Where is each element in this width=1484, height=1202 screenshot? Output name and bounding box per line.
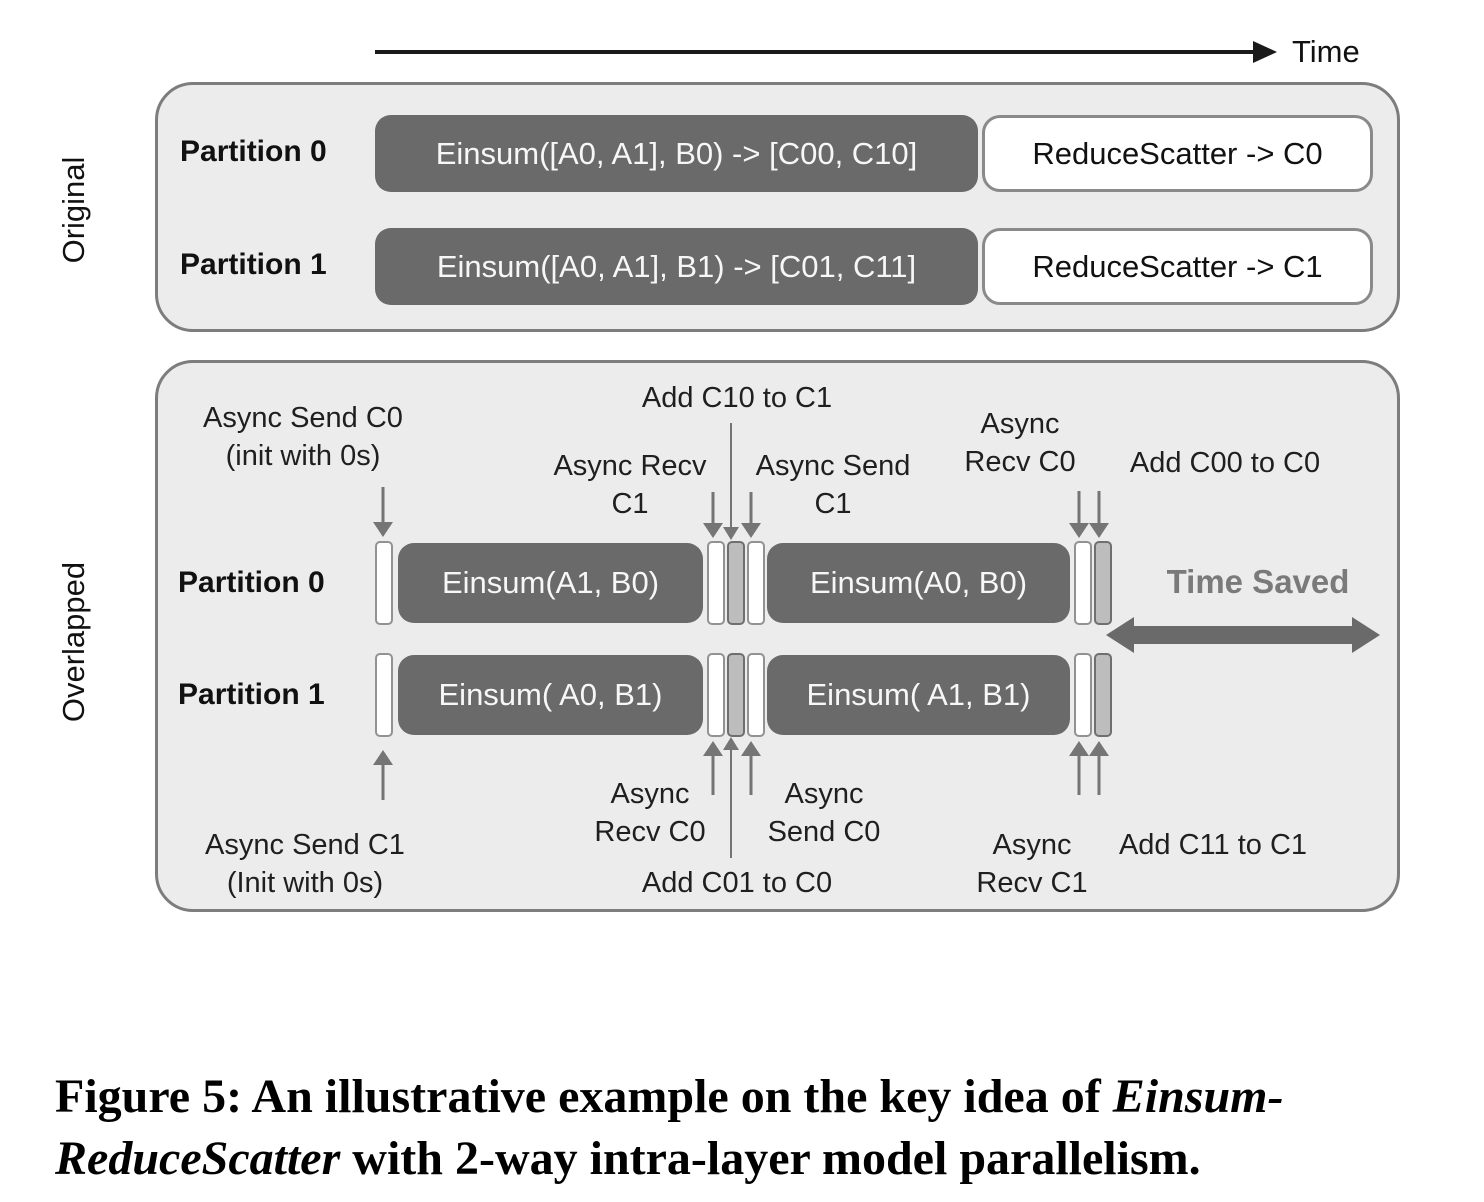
annotation-async-send-c1: Async Send C1: [755, 450, 911, 521]
up-arrow: [1068, 741, 1090, 795]
partition-label: Partition 1: [178, 678, 325, 711]
add-op-bar: [1094, 653, 1112, 737]
add-op-bar: [727, 541, 745, 625]
add-op-bar: [1094, 541, 1112, 625]
down-arrow: [372, 487, 394, 537]
annotation-add-c00: Add C00 to C0: [1129, 447, 1321, 479]
einsum-box-label: Einsum( A1, B1): [806, 677, 1031, 712]
einsum-box: Einsum( A0, B1): [398, 655, 703, 735]
partition-label: Partition 0: [178, 566, 325, 599]
arrowhead-right-icon: [1352, 617, 1380, 653]
down-arrow: [740, 492, 762, 538]
reducescatter-box-label: ReduceScatter -> C0: [1032, 135, 1323, 171]
einsum-box: Einsum(A0, B0): [767, 543, 1070, 623]
async-op-bar: [707, 653, 725, 737]
caption-line-1: Figure 5: An illustrative example on the…: [55, 1070, 1284, 1123]
partition-label: Partition 1: [180, 248, 327, 281]
async-op-bar: [375, 653, 393, 737]
async-op-bar: [1074, 653, 1092, 737]
einsum-box-label: Einsum(A0, B0): [809, 565, 1028, 600]
original-side-label: Original: [56, 156, 91, 264]
einsum-box-label: Einsum(A1, B0): [441, 565, 660, 600]
annotation-async-recv-c0: Async Recv C0: [964, 408, 1076, 479]
time-axis-label: Time: [1292, 34, 1360, 69]
annotation-async-recv-c0: Async Recv C0: [594, 778, 706, 849]
einsum-box: Einsum( A1, B1): [767, 655, 1070, 735]
reducescatter-box: ReduceScatter -> C1: [982, 228, 1373, 305]
time-saved-label: Time Saved: [1166, 563, 1350, 600]
time-saved-double-arrow: [1106, 617, 1380, 653]
arrowhead-left-icon: [1106, 617, 1134, 653]
einsum-box-label: Einsum([A0, A1], B1) -> [C01, C11]: [436, 248, 917, 284]
einsum-box: Einsum([A0, A1], B0) -> [C00, C10]: [375, 115, 978, 192]
einsum-box: Einsum([A0, A1], B1) -> [C01, C11]: [375, 228, 978, 305]
add-pointer-line-up: [720, 737, 742, 858]
add-pointer-line-down: [720, 423, 742, 540]
up-arrow: [702, 741, 724, 795]
down-arrow: [702, 492, 724, 538]
einsum-box-label: Einsum( A0, B1): [438, 677, 663, 712]
reducescatter-box: ReduceScatter -> C0: [982, 115, 1373, 192]
up-arrow: [372, 750, 394, 800]
down-arrow: [1088, 491, 1110, 538]
annotation-async-send-c1-init: Async Send C1 (Init with 0s): [205, 829, 405, 900]
caption-line-2: ReduceScatter with 2-way intra-layer mod…: [55, 1132, 1201, 1185]
add-op-bar: [727, 653, 745, 737]
async-op-bar: [747, 653, 765, 737]
annotation-async-send-c0: Async Send C0: [767, 778, 881, 849]
async-op-bar: [375, 541, 393, 625]
async-op-bar: [747, 541, 765, 625]
partition-label: Partition 0: [180, 135, 327, 168]
time-axis-arrowhead-icon: [1253, 41, 1277, 63]
down-arrow: [1068, 491, 1090, 538]
annotation-add-c11: Add C11 to C1: [1118, 829, 1308, 861]
einsum-box: Einsum(A1, B0): [398, 543, 703, 623]
up-arrow: [740, 741, 762, 795]
async-op-bar: [1074, 541, 1092, 625]
annotation-async-recv-c1: Async Recv C1: [553, 450, 707, 521]
annotation-async-send-c0: Async Send C0 (init with 0s): [203, 402, 403, 473]
up-arrow: [1088, 741, 1110, 795]
overlapped-side-label: Overlapped: [56, 561, 91, 723]
time-axis-line: [375, 50, 1253, 54]
annotation-async-recv-c1: Async Recv C1: [976, 829, 1088, 900]
reducescatter-box-label: ReduceScatter -> C1: [1032, 248, 1323, 284]
einsum-box-label: Einsum([A0, A1], B0) -> [C00, C10]: [435, 135, 918, 171]
annotation-add-c01: Add C01 to C0: [641, 867, 833, 899]
annotation-add-c10: Add C10 to C1: [641, 382, 833, 414]
figure-caption: Figure 5: An illustrative example on the…: [55, 1066, 1455, 1190]
async-op-bar: [707, 541, 725, 625]
